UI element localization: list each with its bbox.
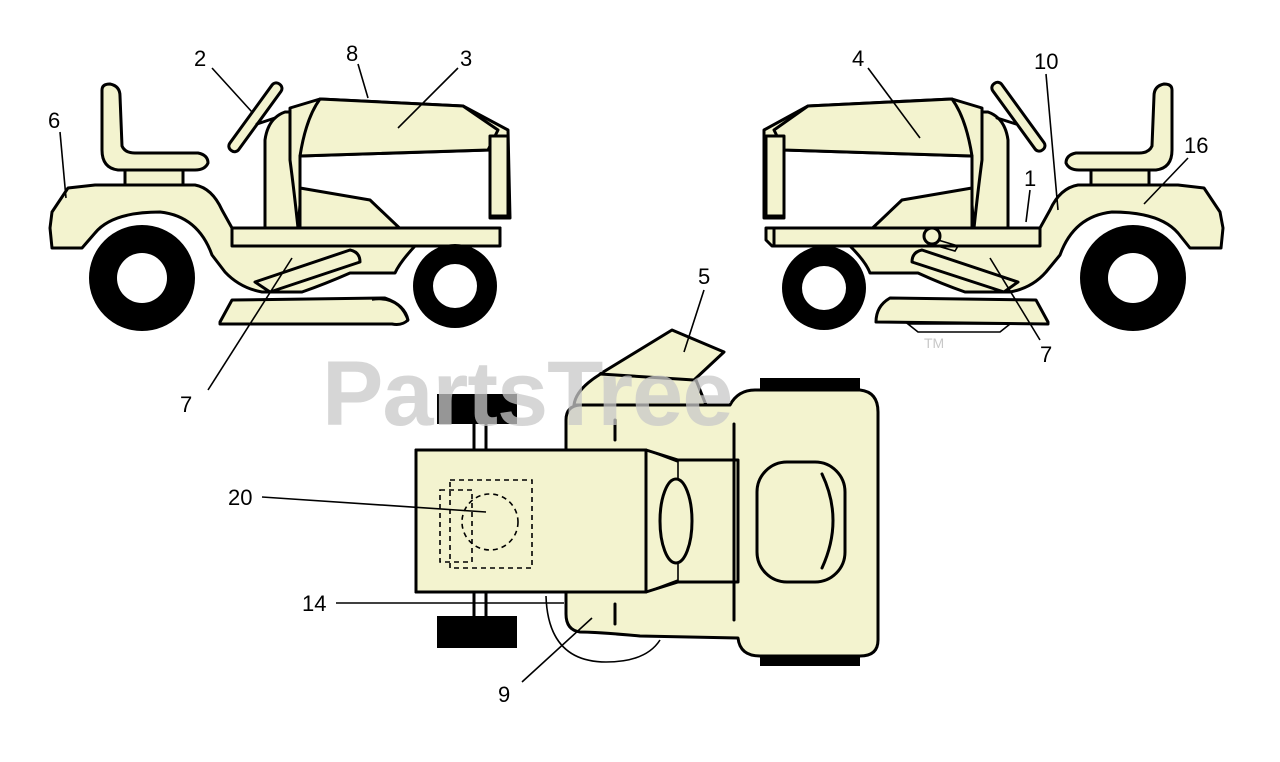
callout-14[interactable]: 14 — [302, 591, 326, 616]
callout-1[interactable]: 1 — [1024, 166, 1036, 191]
foot-pedal-left[interactable] — [253, 248, 362, 294]
leader-16 — [1143, 157, 1189, 205]
lift-lever-right — [933, 239, 960, 252]
leader-8 — [357, 63, 369, 99]
callout-7-left[interactable]: 7 — [180, 392, 192, 417]
leader-7-left — [207, 257, 293, 391]
leader-lines — [59, 63, 1189, 683]
seat-right[interactable] — [1064, 82, 1174, 172]
callout-2[interactable]: 2 — [194, 46, 206, 71]
callout-5[interactable]: 5 — [698, 264, 710, 289]
grille-right — [764, 134, 786, 218]
top-cover-5[interactable] — [598, 328, 726, 382]
partstree-watermark: PartsTree TM — [322, 335, 944, 445]
leader-3 — [397, 67, 459, 129]
seat-top-view[interactable] — [755, 460, 847, 584]
deck-plate-right — [905, 323, 1013, 333]
steering-shaft-left — [255, 116, 277, 126]
grille-left — [488, 134, 510, 218]
steering-wheel-right[interactable] — [990, 80, 1047, 153]
leader-5 — [683, 289, 705, 353]
watermark-trademark: TM — [924, 335, 944, 351]
deck-arc-top — [545, 595, 661, 663]
seat-base-right — [1089, 168, 1151, 187]
deck-chute-left — [371, 298, 409, 323]
steering-shaft-right — [995, 116, 1018, 126]
seat-left[interactable] — [100, 82, 210, 172]
callout-9[interactable]: 9 — [498, 682, 510, 707]
front-tire-top-upper — [437, 394, 517, 424]
tractor-top-view — [414, 328, 880, 666]
deck-guard-left — [230, 226, 502, 248]
steering-top-ellipse — [658, 477, 694, 565]
hood-top-right — [772, 97, 974, 158]
mower-deck-left[interactable] — [218, 296, 410, 326]
decal-20-dashed-circle — [461, 493, 519, 551]
tractor-right-side-view — [762, 80, 1225, 333]
leader-9 — [521, 617, 593, 683]
lift-knob-right[interactable] — [922, 226, 942, 246]
rear-hub-right — [1108, 253, 1158, 303]
callout-10[interactable]: 10 — [1034, 49, 1058, 74]
rear-hub-left — [117, 253, 167, 303]
callout-7-right[interactable]: 7 — [1040, 342, 1052, 367]
tractor-left-side-view — [48, 81, 512, 331]
decal-20-dashed-box[interactable] — [449, 479, 533, 569]
front-hub-left — [433, 264, 477, 308]
decal-20-dashed-box-back — [439, 489, 473, 563]
callout-16[interactable]: 16 — [1184, 133, 1208, 158]
front-hub-right — [802, 266, 846, 310]
leader-20 — [261, 496, 487, 513]
leader-7-right — [989, 257, 1041, 341]
seat-base-left — [123, 168, 185, 187]
leader-1 — [1025, 189, 1031, 223]
leader-10 — [1045, 73, 1059, 211]
leader-2 — [211, 67, 253, 113]
callout-4[interactable]: 4 — [852, 46, 864, 71]
callout-3[interactable]: 3 — [460, 46, 472, 71]
mower-deck-right[interactable] — [874, 296, 1050, 326]
leader-4 — [867, 67, 921, 139]
foot-pedal-right[interactable] — [910, 248, 1020, 294]
callout-6[interactable]: 6 — [48, 108, 60, 133]
callout-labels: 2 8 3 6 7 4 10 1 16 7 5 20 14 9 — [48, 41, 1208, 707]
watermark-text: PartsTree — [322, 343, 732, 445]
steering-wheel-left[interactable] — [227, 81, 284, 154]
deck-guard-right — [772, 226, 1042, 248]
seat-backrest-top — [820, 472, 835, 570]
leader-6 — [59, 131, 67, 199]
callout-8[interactable]: 8 — [346, 41, 358, 66]
callout-20[interactable]: 20 — [228, 485, 252, 510]
front-tire-top-lower — [437, 616, 517, 648]
